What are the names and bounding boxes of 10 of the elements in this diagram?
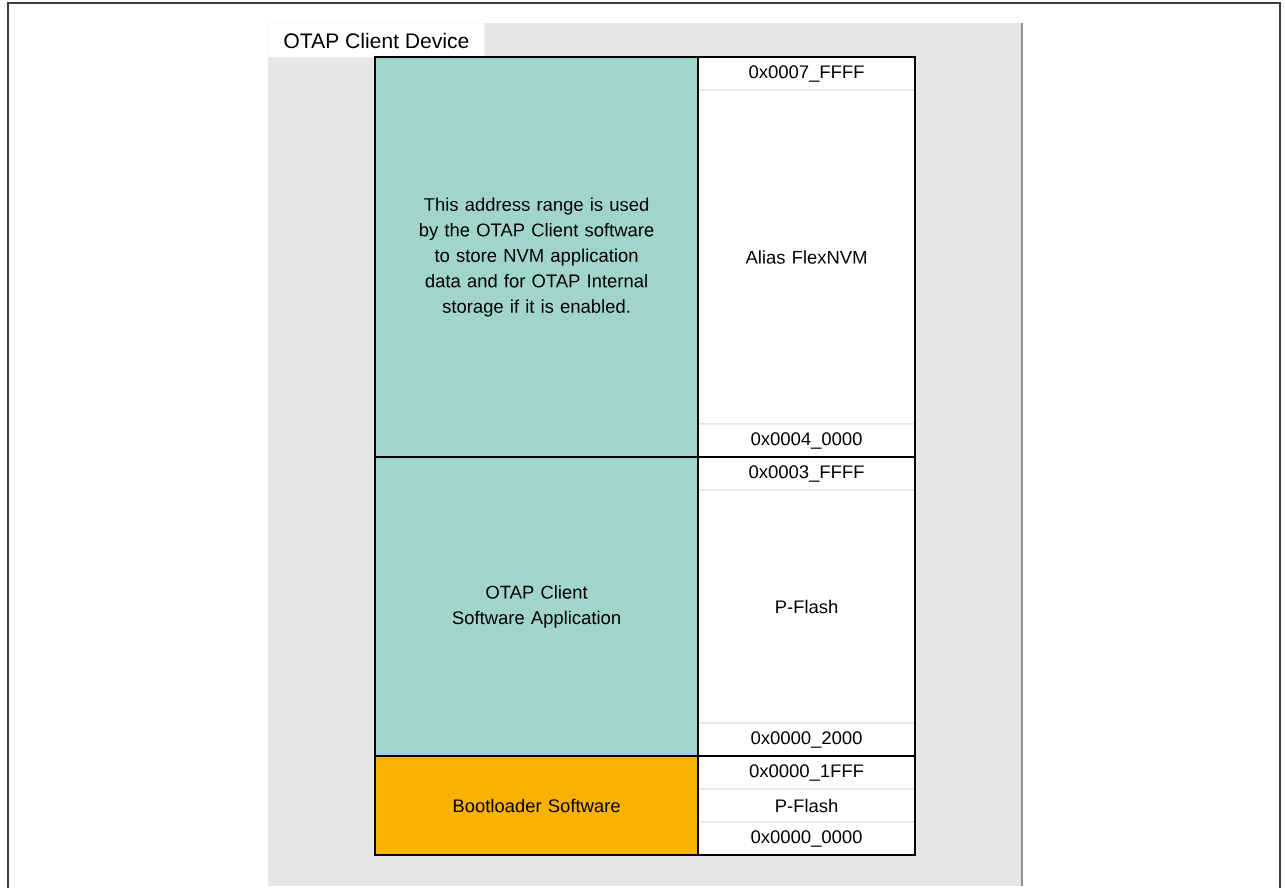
address-cell: 0x0007_FFFF: [697, 56, 916, 91]
address-cell: 0x0000_2000: [697, 722, 916, 757]
address-cell: P-Flash: [697, 788, 916, 823]
address-cell: 0x0004_0000: [697, 423, 916, 458]
memory-region-box: Bootloader Software: [374, 755, 699, 856]
memory-region-box: This address range is used by the OTAP Client software to store NVM application data and for OTAP Internal storage if it is enabled.: [374, 56, 699, 458]
address-cell: 0x0003_FFFF: [697, 456, 916, 491]
memory-region-box: OTAP Client Software Application: [374, 456, 699, 757]
address-cell: 0x0000_1FFF: [697, 755, 916, 790]
address-cell: 0x0000_0000: [697, 821, 916, 856]
